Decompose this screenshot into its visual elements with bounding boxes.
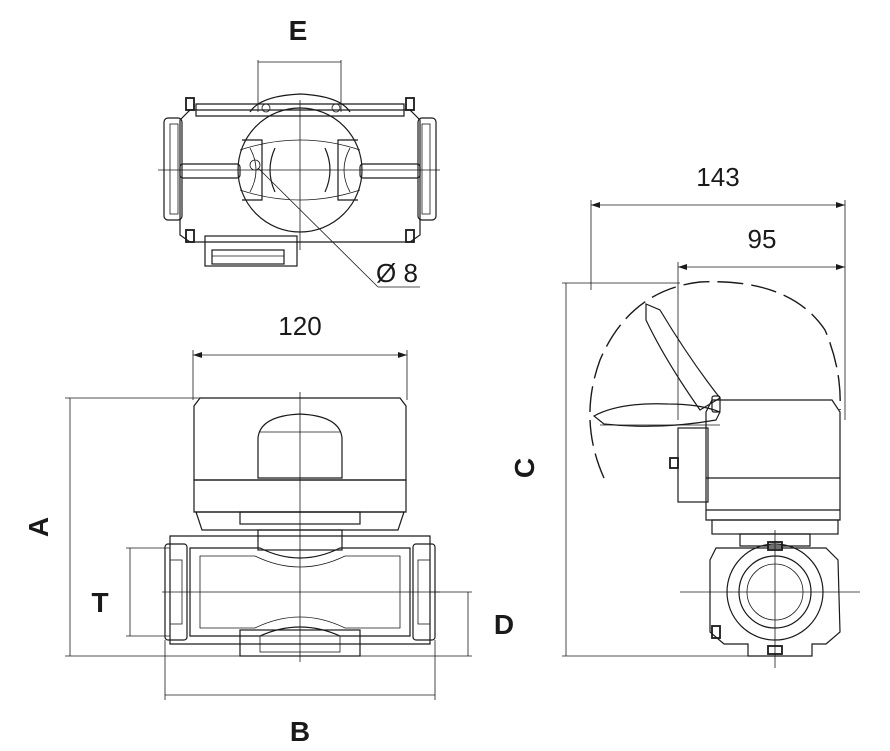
actuator-95-label: 95 bbox=[748, 224, 777, 254]
side-view: 143 95 C bbox=[509, 162, 860, 668]
label-a: A bbox=[23, 517, 54, 537]
label-d: D bbox=[494, 609, 514, 640]
overall-143-label: 143 bbox=[696, 162, 739, 192]
front-view: 120 A T bbox=[23, 311, 514, 747]
hole-diameter-label: Ø 8 bbox=[376, 258, 418, 288]
label-c: C bbox=[509, 458, 540, 478]
label-b: B bbox=[290, 716, 310, 747]
top-view: E bbox=[158, 15, 440, 288]
label-t: T bbox=[91, 587, 108, 618]
width-120-label: 120 bbox=[278, 311, 321, 341]
label-e: E bbox=[289, 15, 308, 46]
